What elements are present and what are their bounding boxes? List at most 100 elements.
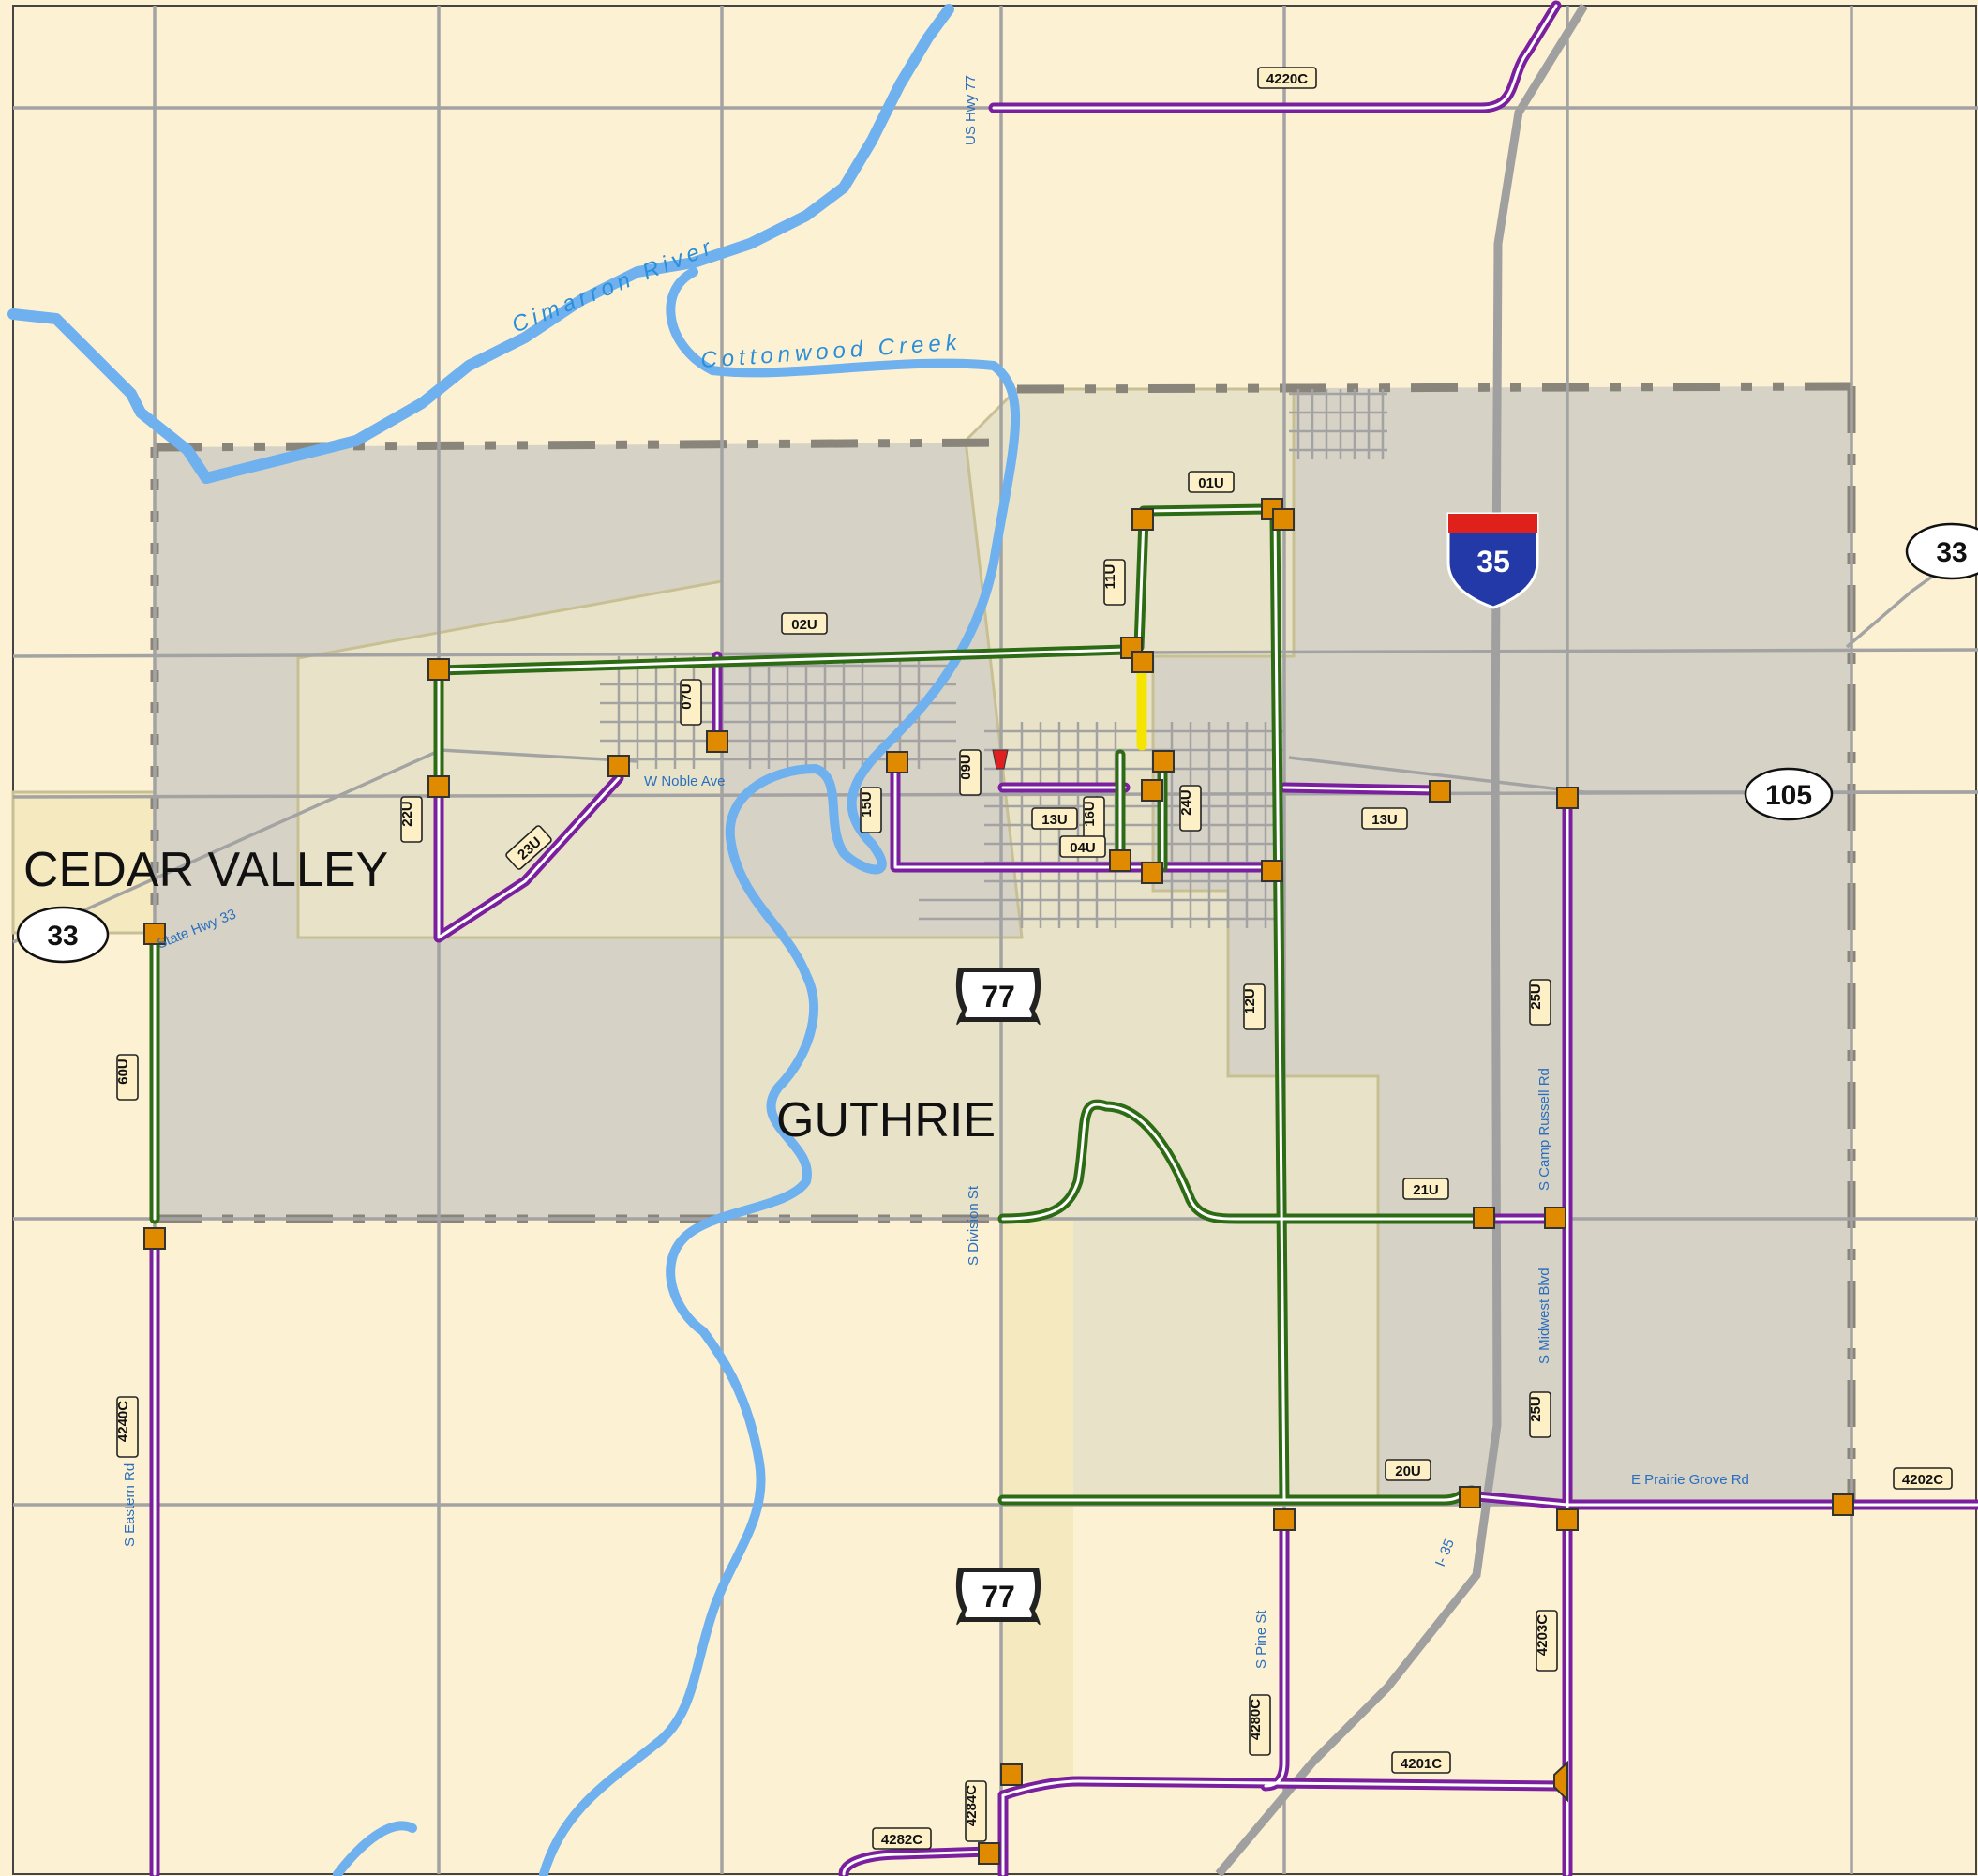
street-label-eastern: S Eastern Rd <box>122 1463 138 1547</box>
svg-text:60U: 60U <box>115 1058 131 1085</box>
node <box>1131 651 1154 673</box>
interstate-35 <box>1215 3 1588 1876</box>
svg-text:4282C: 4282C <box>881 1832 922 1848</box>
label-21u: 21U <box>1402 1178 1449 1200</box>
place-label-guthrie: GUTHRIE <box>776 1093 996 1148</box>
route-nodes <box>143 498 1854 1865</box>
label-25u-north: 25U <box>1528 979 1551 1026</box>
node <box>978 1842 1000 1865</box>
state-33-shield-east: 33 <box>1905 522 1978 580</box>
cottonwood-creek <box>333 267 1021 1876</box>
label-13u-west: 13U <box>1031 807 1078 830</box>
cimarron-river <box>7 4 954 484</box>
svg-text:15U: 15U <box>859 791 875 818</box>
map-frame <box>12 5 1977 1875</box>
svg-text:13U: 13U <box>1041 812 1068 828</box>
interstate-35-shield: 35 <box>1446 512 1539 609</box>
label-11u: 11U <box>1102 559 1126 606</box>
svg-text:24U: 24U <box>1178 789 1194 816</box>
street-label-camp-russell: S Camp Russell Rd <box>1536 1068 1552 1191</box>
svg-text:21U: 21U <box>1413 1182 1439 1198</box>
svg-text:16U: 16U <box>1082 801 1098 827</box>
state-105-shield: 105 <box>1744 767 1834 821</box>
us-77-shield-north: 77 <box>955 968 1041 1026</box>
svg-text:11U: 11U <box>1102 564 1118 590</box>
label-20u: 20U <box>1385 1459 1431 1481</box>
svg-text:12U: 12U <box>1242 988 1258 1014</box>
label-60u: 60U <box>115 1054 139 1101</box>
label-4280c: 4280C <box>1248 1694 1271 1756</box>
svg-text:4202C: 4202C <box>1902 1472 1943 1488</box>
route-labels: 4220C 01U 02U 11U 07U 09U 15U 22U 23U 13… <box>115 67 1953 1850</box>
label-13u-east: 13U <box>1361 807 1408 830</box>
svg-text:33: 33 <box>1936 537 1967 568</box>
svg-text:09U: 09U <box>958 754 974 780</box>
node <box>1553 1760 1568 1803</box>
svg-text:4280C: 4280C <box>1248 1699 1264 1740</box>
node <box>1000 1763 1023 1786</box>
node <box>427 775 450 798</box>
label-15u: 15U <box>859 787 882 833</box>
node <box>1131 508 1154 531</box>
street-label-pine: S Pine St <box>1253 1610 1269 1669</box>
svg-text:33: 33 <box>47 921 78 952</box>
svg-text:07U: 07U <box>679 683 695 710</box>
node <box>1141 862 1163 884</box>
red-marker <box>992 749 1009 770</box>
us-77-shield-south: 77 <box>955 1568 1041 1626</box>
street-label-division: S Division St <box>966 1185 982 1266</box>
street-label-midwest: S Midwest Blvd <box>1536 1268 1552 1364</box>
label-12u: 12U <box>1242 983 1266 1030</box>
node <box>143 923 166 945</box>
label-4202c: 4202C <box>1893 1467 1953 1490</box>
node <box>1152 750 1175 773</box>
label-07u: 07U <box>679 679 702 726</box>
svg-text:02U: 02U <box>791 617 817 633</box>
svg-text:4220C: 4220C <box>1266 71 1308 87</box>
svg-text:4203C: 4203C <box>1535 1614 1551 1656</box>
svg-text:20U: 20U <box>1395 1463 1421 1479</box>
label-4240c: 4240C <box>115 1396 139 1458</box>
label-4284c: 4284C <box>964 1780 987 1842</box>
node <box>1473 1207 1495 1229</box>
place-label-cedar-valley: CEDAR VALLEY <box>23 843 388 897</box>
node <box>1832 1493 1854 1516</box>
svg-text:13U: 13U <box>1371 812 1398 828</box>
svg-text:105: 105 <box>1765 780 1812 811</box>
label-24u: 24U <box>1178 785 1202 832</box>
svg-text:4201C: 4201C <box>1401 1756 1442 1772</box>
node <box>706 730 728 753</box>
label-01u: 01U <box>1188 471 1235 493</box>
label-4201c: 4201C <box>1391 1751 1451 1774</box>
node <box>1459 1486 1481 1508</box>
node <box>1556 787 1579 809</box>
label-25u-south: 25U <box>1528 1391 1551 1438</box>
svg-text:25U: 25U <box>1528 1396 1544 1422</box>
svg-text:04U: 04U <box>1070 840 1096 856</box>
label-4220c: 4220C <box>1257 67 1317 89</box>
svg-text:22U: 22U <box>399 801 415 827</box>
node <box>1261 860 1283 882</box>
label-4203c: 4203C <box>1535 1610 1558 1672</box>
node <box>1273 1508 1296 1531</box>
svg-text:35: 35 <box>1476 545 1510 578</box>
node <box>1544 1207 1566 1229</box>
node <box>427 658 450 681</box>
node <box>1429 780 1451 803</box>
state-33-shield-west: 33 <box>16 906 110 964</box>
street-label-prairie-grove: E Prairie Grove Rd <box>1631 1472 1749 1488</box>
label-16u: 16U <box>1082 796 1105 843</box>
node <box>1141 779 1163 802</box>
node <box>607 755 630 777</box>
svg-text:25U: 25U <box>1528 983 1544 1010</box>
label-22u: 22U <box>399 796 423 843</box>
label-4282c: 4282C <box>872 1827 932 1850</box>
svg-text:77: 77 <box>982 980 1015 1013</box>
street-label-noble: W Noble Ave <box>644 773 725 789</box>
svg-text:4240C: 4240C <box>115 1401 131 1442</box>
node <box>143 1227 166 1250</box>
svg-text:01U: 01U <box>1198 475 1224 491</box>
svg-text:77: 77 <box>982 1580 1015 1613</box>
node <box>1272 508 1295 531</box>
